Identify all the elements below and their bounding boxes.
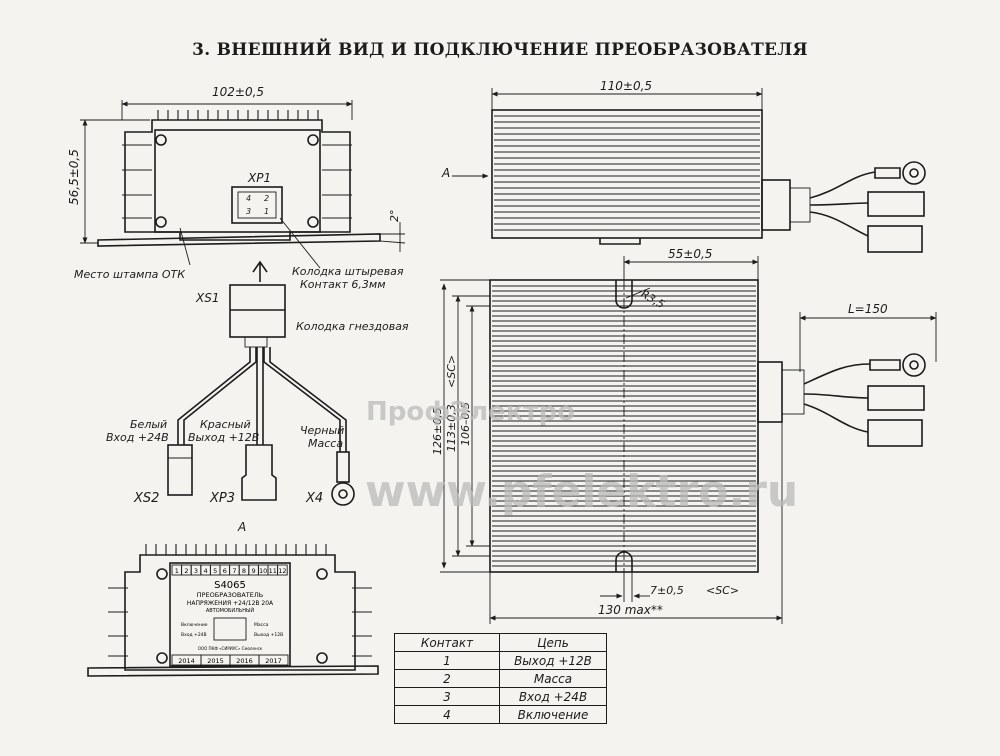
- pin-1-label: 1: [264, 207, 269, 216]
- watermark-site: www.pfelektro.ru: [365, 466, 798, 517]
- wire-red-function: Выход +12В: [188, 431, 259, 444]
- dim-height-3: 106–0,5: [459, 402, 472, 446]
- table-cell-contact: 2: [394, 669, 500, 688]
- table-header-circuit: Цепь: [499, 633, 607, 652]
- dim-total-length: 130 max**: [598, 603, 663, 617]
- top-view: L=150 55±0,5 R3,5 126±0,5 113±0,3 106–0,…: [431, 247, 937, 624]
- nameplate-year: 2016: [236, 657, 253, 665]
- table-cell-circuit: Вход +24В: [499, 687, 607, 706]
- nameplate-left-val: Вход +24В: [181, 632, 207, 638]
- table-cell-contact: 4: [394, 705, 500, 724]
- nameplate-number: 12: [278, 567, 286, 575]
- pin-block-label: Колодка штыревая: [292, 265, 404, 278]
- nameplate-number: 7: [232, 567, 236, 575]
- side-view: 110±0,5 A: [441, 79, 926, 253]
- table-cell-contact: 3: [394, 687, 500, 706]
- dim-height-1: 126±0,5: [431, 407, 444, 455]
- wire-black-function: Масса: [308, 437, 343, 450]
- xp3-connector: [241, 444, 277, 501]
- nameplate-number: 2: [184, 567, 188, 575]
- table-cell-circuit: Масса: [499, 669, 607, 688]
- dim-mount-distance: 55±0,5: [668, 247, 712, 261]
- table-row: 1 Выход +12В: [394, 651, 607, 670]
- nameplate-year: 2015: [207, 657, 224, 665]
- table-cell-circuit: Выход +12В: [499, 651, 607, 670]
- xp3-label: XP3: [209, 491, 235, 506]
- table-row: 4 Включение: [394, 705, 607, 724]
- table-cell-contact: 1: [394, 651, 500, 670]
- page-title: 3. ВНЕШНИЙ ВИД И ПОДКЛЮЧЕНИЕ ПРЕОБРАЗОВА…: [192, 40, 808, 60]
- nameplate-type: АВТОМОБИЛЬНЫЙ: [206, 607, 255, 614]
- nameplate-maker: ООО ПКФ «СИРИУС» Смоленск: [198, 646, 263, 651]
- table-header-row: Контакт Цепь: [394, 633, 607, 652]
- nameplate-model: S4065: [214, 580, 246, 591]
- wire-white-color: Белый: [130, 418, 167, 431]
- nameplate-right-out: Выход +12В: [254, 632, 283, 638]
- nameplate-voltage: НАПРЯЖЕНИЯ +24/12В 20А: [187, 600, 274, 607]
- dim-angle: 2°: [388, 210, 401, 223]
- front-view: 4 2 3 1 XP1 102±0,5 56,5±0,5 2° Место шт…: [67, 85, 406, 291]
- xs1-label: XS1: [195, 291, 219, 305]
- nameplate-year: 2017: [265, 657, 282, 665]
- pin-2-label: 2: [264, 194, 269, 203]
- wire-red-color: Красный: [200, 418, 251, 431]
- socket-block-label: Колодка гнездовая: [296, 320, 409, 333]
- nameplate-number: 5: [213, 567, 217, 575]
- xs2-connector: [167, 444, 193, 496]
- table-row: 2 Масса: [394, 669, 607, 688]
- nameplate-number: 6: [223, 567, 227, 575]
- dim-width-left: 102±0,5: [212, 85, 264, 99]
- pinout-table: Контакт Цепь 1 Выход +12В 2 Масса 3 Вход…: [394, 633, 607, 724]
- pin-4-label: 4: [246, 194, 251, 203]
- harness-view: XS1 Колодка гнездовая Белый Вход +24В Кр…: [106, 284, 409, 506]
- dim-sc-bottom: <SC>: [706, 584, 739, 597]
- nameplate-number: 3: [194, 567, 198, 575]
- nameplate-left-in: Включение: [181, 622, 208, 628]
- x4-connector: [336, 451, 350, 483]
- dim-cable-length: L=150: [848, 302, 888, 316]
- view-a-title: A: [237, 520, 246, 534]
- wire-white-function: Вход +24В: [106, 431, 169, 444]
- nameplate-number: 10: [259, 567, 267, 575]
- xp1-label: XP1: [247, 171, 271, 185]
- table-header-contact: Контакт: [394, 633, 500, 652]
- dim-offset-bottom: 7±0,5: [650, 584, 684, 597]
- nameplate-name: ПРЕОБРАЗОВАТЕЛЬ: [197, 591, 263, 599]
- table-cell-circuit: Включение: [499, 705, 607, 724]
- nameplate-number: 4: [204, 567, 208, 575]
- xs2-label: XS2: [133, 491, 159, 506]
- nameplate-number: 8: [242, 567, 246, 575]
- wire-black-color: Черный: [300, 424, 344, 437]
- watermark-brand: ПрофЭлектро: [366, 397, 575, 427]
- otk-stamp-label: Место штампа ОТК: [74, 268, 186, 281]
- nameplate-number: 1: [175, 567, 179, 575]
- view-a-arrow-label: A: [441, 166, 450, 180]
- dim-height-2: 113±0,3: [445, 404, 458, 452]
- table-row: 3 Вход +24В: [394, 687, 607, 706]
- pin-block-contact: Контакт 6,3мм: [300, 278, 386, 291]
- dim-height-left: 56,5±0,5: [67, 149, 81, 205]
- nameplate-right-gnd: Масса: [254, 622, 269, 628]
- nameplate-number: 11: [269, 567, 277, 575]
- nameplate-year: 2014: [178, 657, 195, 665]
- dim-sc-left: <SC>: [445, 355, 458, 388]
- pin-3-label: 3: [246, 207, 251, 216]
- dim-width-top: 110±0,5: [600, 79, 652, 93]
- nameplate-number: 9: [252, 567, 256, 575]
- x4-label: X4: [305, 491, 323, 506]
